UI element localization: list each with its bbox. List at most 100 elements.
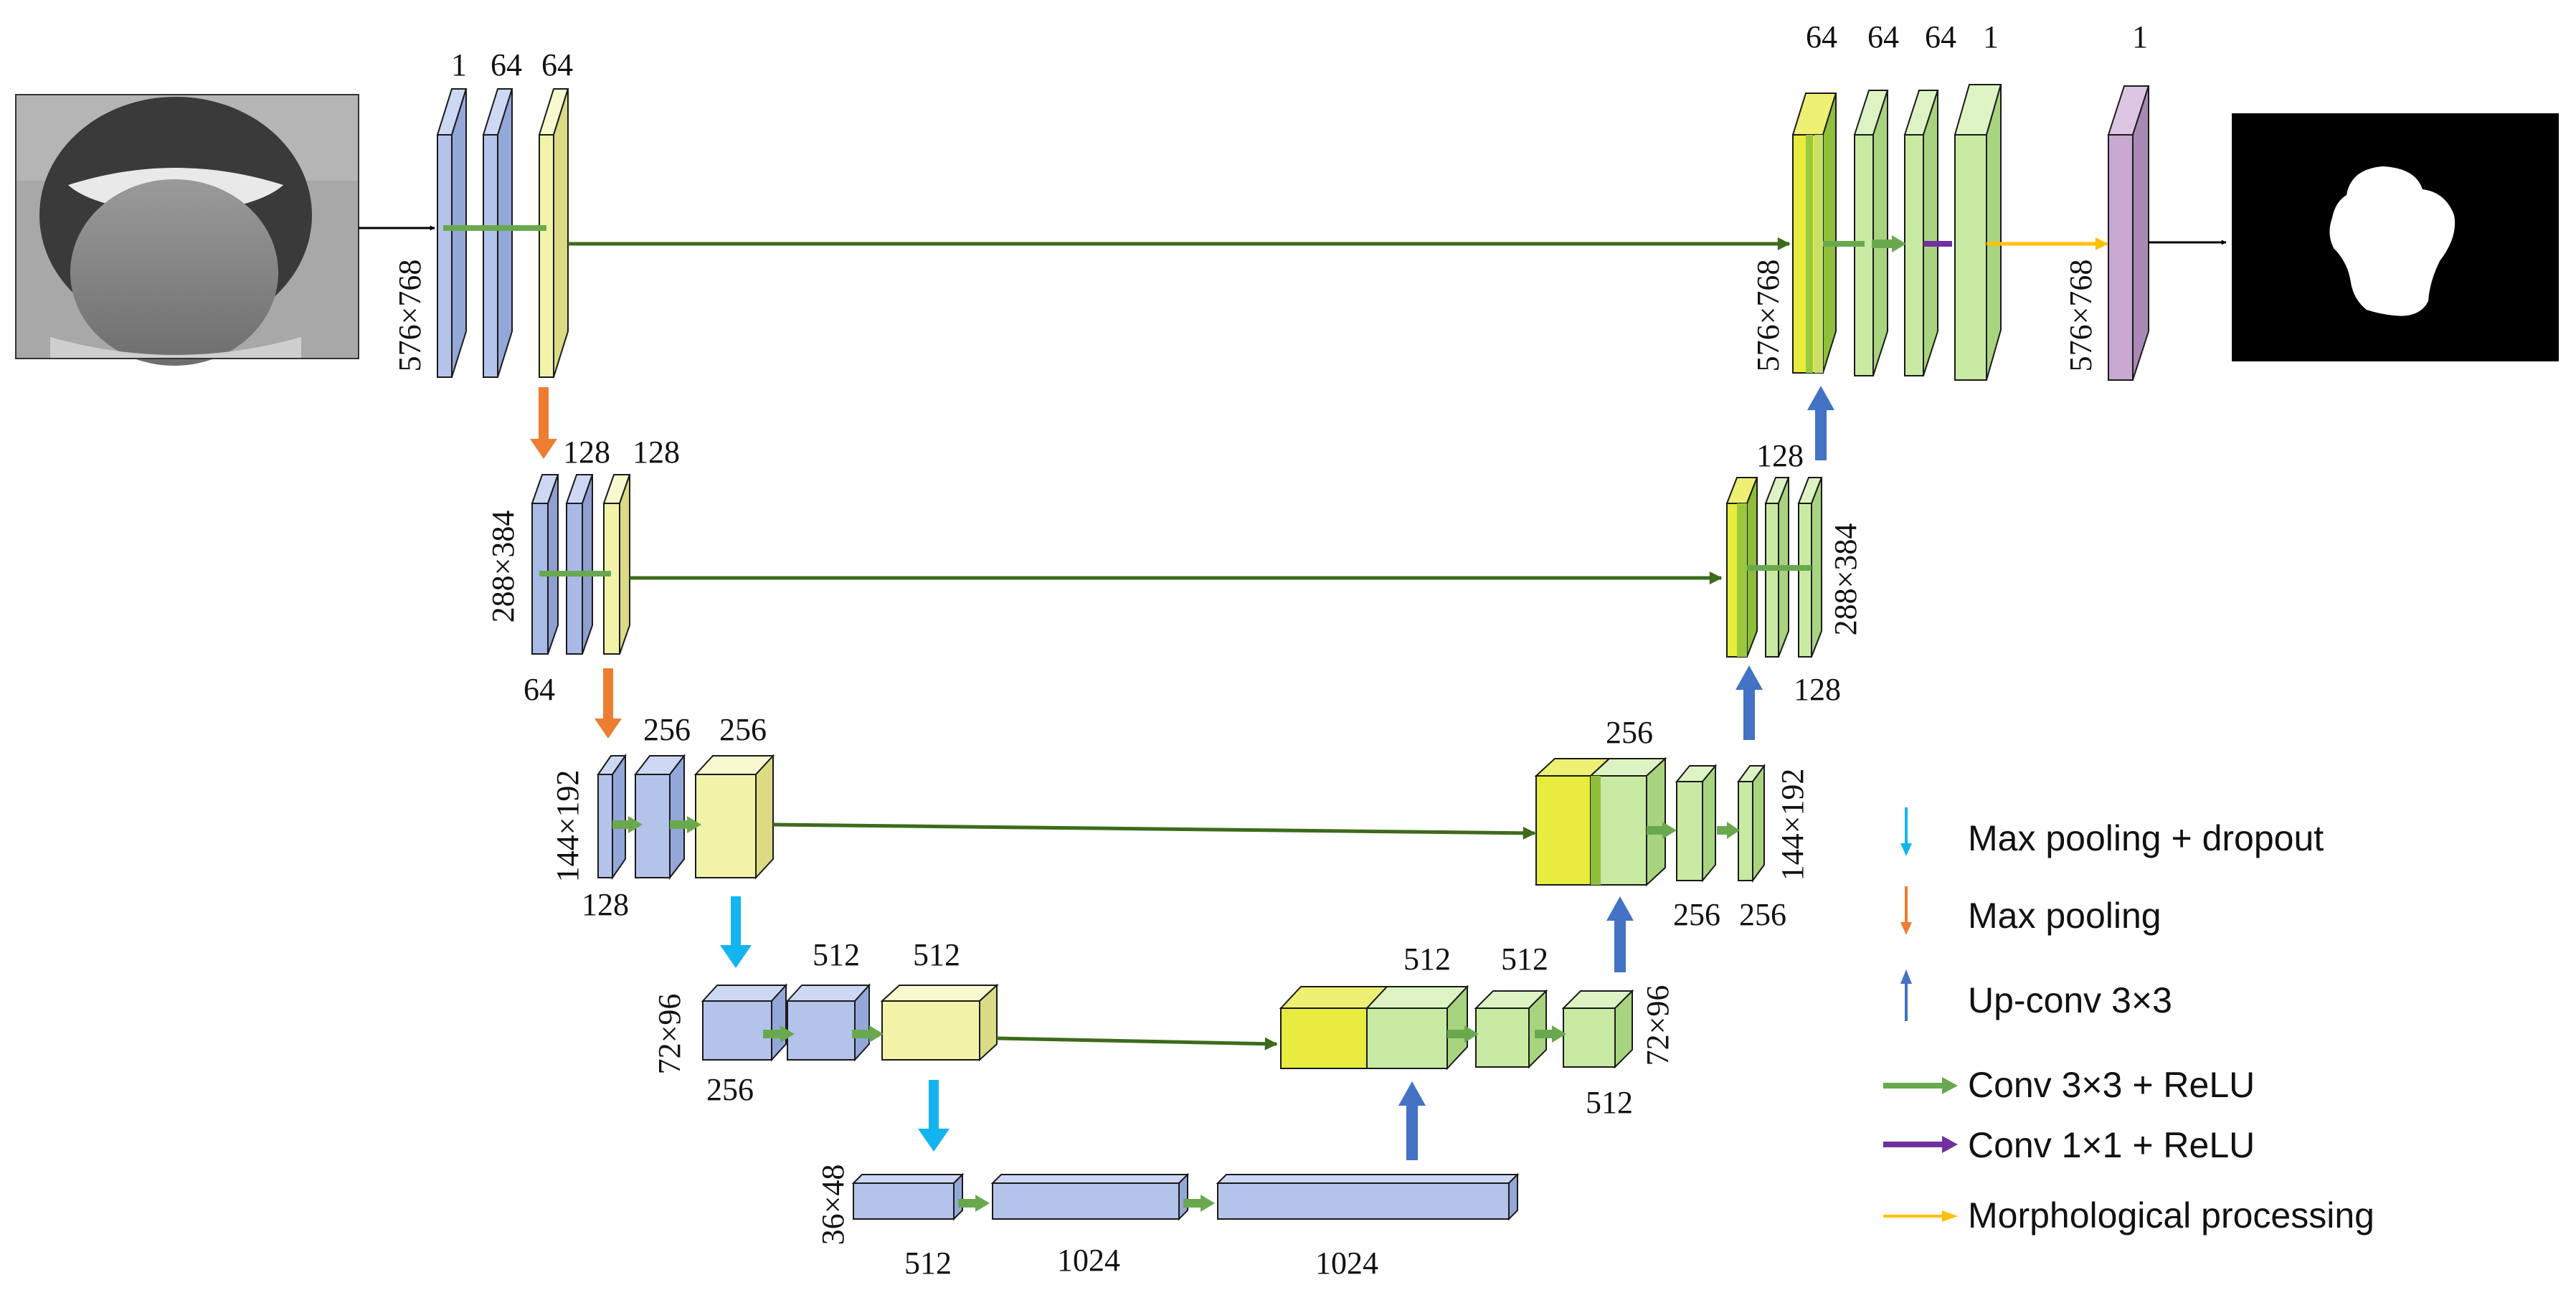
dec3-channels-label-1: 256 <box>1673 897 1720 932</box>
dec1-channels-label-2: 64 <box>1867 19 1899 54</box>
dec1-channels-label-3: 64 <box>1925 19 1956 54</box>
dec3-conv-arrow-2 <box>1717 822 1740 839</box>
dec1-conv3-map <box>1954 84 2002 381</box>
enc3-channels-label-2: 256 <box>719 712 767 747</box>
enc3-skip-map <box>693 754 775 880</box>
enc3-bottom-label: 128 <box>582 887 629 922</box>
enc2-channels-label-1: 128 <box>563 435 610 470</box>
upconv-arrow-1 <box>1807 386 1834 460</box>
dec1-conv1-map <box>1853 90 1889 376</box>
dec4-concat-yellow-map <box>1279 986 1389 1069</box>
legend-item-upconv: Up-conv 3×3 <box>1900 969 2172 1021</box>
dec3-conv2-map <box>1737 763 1766 883</box>
bottleneck-conv-arrow-1 <box>958 1195 990 1212</box>
input-tongue-image <box>15 94 359 366</box>
enc1-conv2-map <box>482 88 513 378</box>
maxpool-arrow-2 <box>595 668 622 739</box>
dec4-channels-label-2: 512 <box>1501 942 1548 977</box>
legend-label-maxpool-dropout: Max pooling + dropout <box>1968 818 2324 858</box>
dec2-top-label: 128 <box>1756 438 1804 473</box>
dec4-conv-arrow-1 <box>1447 1025 1479 1043</box>
dec4-channels-label-1: 512 <box>1403 942 1451 977</box>
enc3-conv2-map <box>633 754 686 880</box>
output-channels-label: 1 <box>2132 19 2148 54</box>
enc1-size-label: 576×768 <box>392 260 427 372</box>
down-arrow-icon <box>1900 886 1912 935</box>
enc2-channels-label-2: 128 <box>633 435 680 470</box>
enc1-channels-label-2: 64 <box>491 47 522 82</box>
legend-item-maxpool: Max pooling <box>1900 886 2161 936</box>
enc2-size-label: 288×384 <box>486 511 521 623</box>
dec3-channels-label-2: 256 <box>1739 897 1786 932</box>
enc2-conv1-map <box>531 474 559 655</box>
enc3-size-label: 144×192 <box>550 770 585 883</box>
dec1-channels-label-1: 64 <box>1806 19 1837 54</box>
dec3-top-label: 256 <box>1606 715 1653 750</box>
dec3-conv-arrow-1 <box>1647 822 1677 839</box>
dec3-concat-green-map <box>1588 757 1667 887</box>
dec4-conv1-map <box>1474 989 1548 1069</box>
enc3-conv-arrow-2 <box>670 816 701 833</box>
enc2-bottom-label: 64 <box>524 672 555 707</box>
enc1-conv1-map <box>436 88 468 378</box>
bottleneck-map-1 <box>851 1172 965 1221</box>
bottleneck-map-2 <box>990 1172 1190 1221</box>
bottleneck-channels-label-2: 1024 <box>1057 1243 1120 1278</box>
dec1-size-label: 576×768 <box>1751 260 1786 372</box>
legend-item-morph: Morphological processing <box>1883 1195 2374 1236</box>
dec4-concat-green-map <box>1365 985 1469 1071</box>
legend: Max pooling + dropout Max pooling Up-con… <box>1883 807 2374 1236</box>
enc4-channels-label-2: 512 <box>913 937 960 972</box>
skip-connection-level-3 <box>772 822 1536 840</box>
maxpool-arrow-1 <box>530 387 557 459</box>
legend-item-conv3x3: Conv 3×3 + ReLU <box>1883 1065 2255 1105</box>
output-size-label: 576×768 <box>2063 260 2098 372</box>
enc1-skip-map <box>538 88 569 378</box>
output-mask-image <box>2232 113 2559 361</box>
bottleneck-size-label: 36×48 <box>815 1165 851 1246</box>
dec4-bottom-label: 512 <box>1586 1085 1633 1120</box>
bottleneck-conv-arrow-2 <box>1183 1195 1215 1212</box>
enc2-skip-map <box>602 474 631 655</box>
upconv-arrow-4 <box>1398 1081 1426 1160</box>
enc4-skip-map <box>880 983 999 1062</box>
enc1-channels-label-1: 1 <box>451 47 467 82</box>
legend-label-morph: Morphological processing <box>1968 1195 2374 1236</box>
legend-label-upconv: Up-conv 3×3 <box>1968 980 2172 1020</box>
dec2-size-label: 288×384 <box>1828 523 1863 636</box>
enc3-channels-label-1: 256 <box>643 712 691 747</box>
enc4-conv1-map <box>701 983 788 1062</box>
enc4-conv-arrow-2 <box>852 1025 884 1043</box>
dec2-conv1-map <box>1764 477 1790 658</box>
bottleneck-channels-label-1: 512 <box>904 1246 952 1281</box>
dec3-conv1-map <box>1675 764 1718 883</box>
enc4-conv-arrow-1 <box>763 1025 795 1043</box>
enc4-bottom-label: 256 <box>706 1072 754 1107</box>
dec1-conv-arrow-2 <box>1872 235 1906 252</box>
up-arrow-icon <box>1900 969 1912 1021</box>
dec2-concat-map <box>1725 477 1758 658</box>
upconv-arrow-3 <box>1606 896 1634 972</box>
dec4-size-label: 72×96 <box>1640 985 1675 1066</box>
legend-item-maxpool-dropout: Max pooling + dropout <box>1900 807 2324 858</box>
enc1-channels-label-3: 64 <box>541 47 573 82</box>
legend-label-conv1x1: Conv 1×1 + ReLU <box>1968 1125 2255 1165</box>
dec4-conv-arrow-2 <box>1535 1025 1566 1043</box>
legend-label-conv3x3: Conv 3×3 + ReLU <box>1968 1065 2255 1105</box>
right-arrow-icon <box>1883 1210 1958 1222</box>
dec1-conv2-map <box>1903 90 1939 376</box>
enc4-conv2-map <box>785 983 871 1062</box>
enc4-size-label: 72×96 <box>652 994 687 1075</box>
maxpool-dropout-arrow-3 <box>720 896 752 968</box>
bottleneck-channels-label-3: 1024 <box>1315 1246 1378 1281</box>
dec3-concat-yellow-map <box>1534 758 1611 886</box>
upconv-arrow-2 <box>1736 665 1763 740</box>
down-arrow-icon <box>1900 807 1912 856</box>
dec1-concat-map <box>1791 93 1837 374</box>
dec2-bottom-label: 128 <box>1794 672 1841 707</box>
dec2-conv2-map <box>1797 477 1823 658</box>
dec3-size-label: 144×192 <box>1775 769 1810 881</box>
dec1-channels-label-4: 1 <box>1983 19 1999 54</box>
enc2-conv2-map <box>565 474 594 655</box>
